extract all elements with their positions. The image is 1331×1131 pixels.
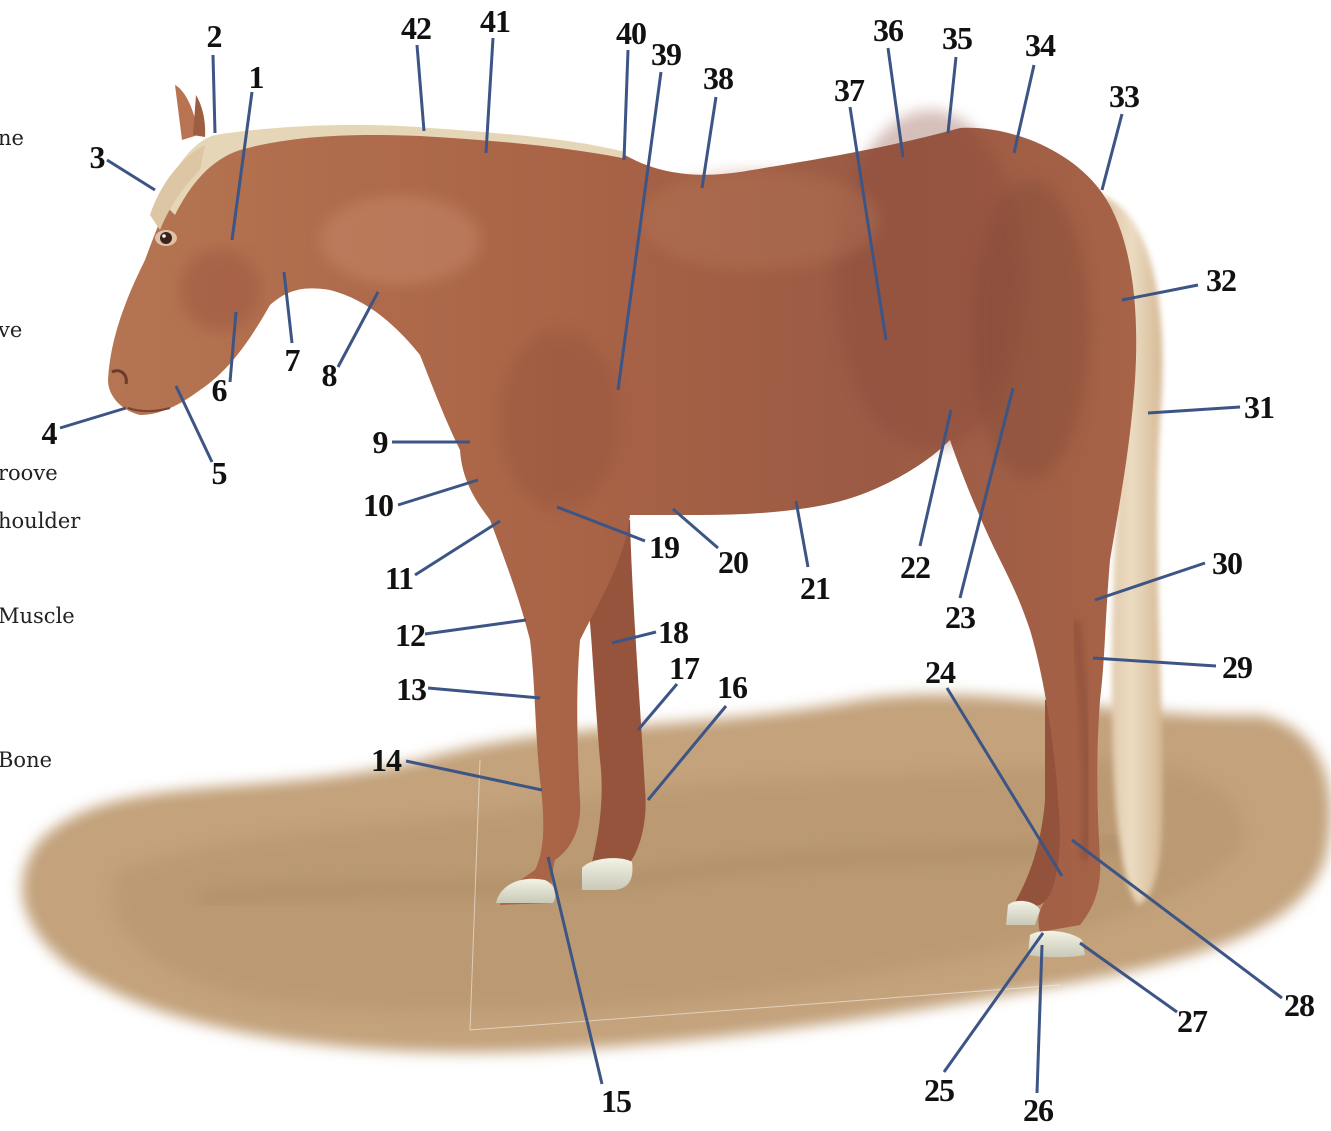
callout-33: 33 <box>1109 80 1139 112</box>
callout-11: 11 <box>385 562 413 594</box>
leader-line-40 <box>624 50 628 160</box>
callout-22: 22 <box>900 551 930 583</box>
side-label-3: roove <box>0 461 58 485</box>
callout-26: 26 <box>1023 1094 1053 1126</box>
callout-36: 36 <box>873 14 903 46</box>
callout-31: 31 <box>1244 391 1274 423</box>
callout-1: 1 <box>249 61 264 93</box>
leader-line-31 <box>1148 407 1240 413</box>
callout-7: 7 <box>285 344 300 376</box>
callout-30: 30 <box>1212 547 1242 579</box>
callout-18: 18 <box>658 616 688 648</box>
leader-line-8 <box>338 292 378 367</box>
callout-16: 16 <box>717 671 747 703</box>
leader-line-12 <box>425 620 526 634</box>
side-label-1: ne <box>0 126 24 150</box>
callout-29: 29 <box>1222 651 1252 683</box>
leader-line-4 <box>60 408 126 428</box>
side-label-5: Muscle <box>0 604 75 628</box>
callout-40: 40 <box>616 17 646 49</box>
leader-line-3 <box>107 160 155 190</box>
callout-8: 8 <box>322 359 337 391</box>
callout-37: 37 <box>834 74 864 106</box>
callout-39: 39 <box>651 38 681 70</box>
callout-41: 41 <box>480 5 510 37</box>
callout-35: 35 <box>942 22 972 54</box>
side-label-2: ve <box>0 318 22 342</box>
leader-line-13 <box>428 688 540 698</box>
callout-17: 17 <box>669 652 699 684</box>
leader-line-10 <box>398 480 478 505</box>
leader-line-42 <box>417 45 424 131</box>
callout-27: 27 <box>1177 1005 1207 1037</box>
callout-14: 14 <box>371 744 401 776</box>
side-label-4: houlder <box>0 509 80 533</box>
callout-21: 21 <box>800 572 830 604</box>
callout-2: 2 <box>207 20 222 52</box>
callout-12: 12 <box>395 619 425 651</box>
callout-10: 10 <box>363 489 393 521</box>
callout-19: 19 <box>649 531 679 563</box>
callout-28: 28 <box>1284 989 1314 1021</box>
callout-34: 34 <box>1025 29 1055 61</box>
leader-line-33 <box>1102 114 1122 190</box>
callout-38: 38 <box>703 62 733 94</box>
leader-line-5 <box>176 386 212 462</box>
callout-6: 6 <box>212 374 227 406</box>
callout-24: 24 <box>925 656 955 688</box>
callout-20: 20 <box>718 546 748 578</box>
callout-32: 32 <box>1206 264 1236 296</box>
side-label-6: Bone <box>0 748 52 772</box>
callout-3: 3 <box>90 141 105 173</box>
callout-23: 23 <box>945 601 975 633</box>
callout-25: 25 <box>924 1074 954 1106</box>
leader-line-21 <box>796 501 808 567</box>
callout-15: 15 <box>601 1085 631 1117</box>
callout-42: 42 <box>401 12 431 44</box>
callout-5: 5 <box>212 457 227 489</box>
callout-13: 13 <box>396 673 426 705</box>
leader-line-2 <box>213 55 215 133</box>
callout-4: 4 <box>42 417 57 449</box>
callout-9: 9 <box>373 426 388 458</box>
leader-line-11 <box>415 521 500 575</box>
